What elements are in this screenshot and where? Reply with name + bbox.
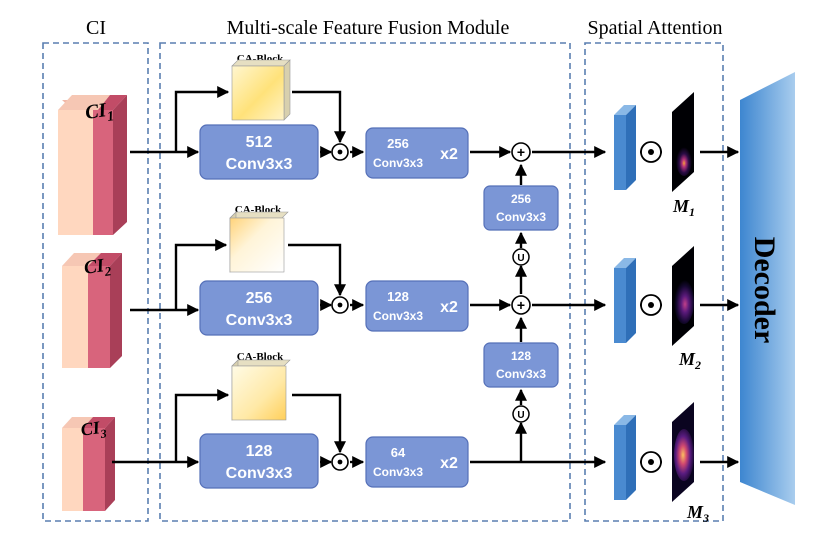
- attention-section-box: [584, 42, 724, 522]
- double-conv-block-3: 64 Conv3x3 x2: [365, 436, 469, 488]
- svg-text:Conv3x3: Conv3x3: [496, 367, 546, 381]
- section-title-ci: CI: [86, 17, 106, 39]
- svg-text:256: 256: [511, 192, 531, 206]
- fusion-section-box: [159, 42, 571, 522]
- svg-text:128: 128: [246, 443, 273, 460]
- conv-block-3: 128 Conv3x3: [199, 433, 319, 489]
- svg-text:x2: x2: [440, 146, 458, 163]
- attention-multiply-op-1: [640, 141, 662, 163]
- upsample-op-2: U: [512, 405, 530, 423]
- section-title-fusion: Multi-scale Feature Fusion Module: [227, 17, 510, 39]
- up-conv-block-1: 256 Conv3x3: [483, 185, 559, 231]
- svg-text:Conv3x3: Conv3x3: [226, 465, 293, 482]
- ca-block-1: CA-Block: [231, 53, 291, 121]
- attention-map-2: M2: [672, 246, 701, 372]
- ca-block-2: CA-Block: [229, 204, 289, 273]
- attention-bar-2: [614, 258, 636, 343]
- svg-text:U: U: [517, 410, 524, 421]
- svg-text:x2: x2: [440, 455, 458, 472]
- svg-text:256: 256: [246, 290, 273, 307]
- attention-multiply-op-2: [640, 294, 662, 316]
- svg-text:128: 128: [387, 289, 409, 304]
- map-label-1: M1: [672, 196, 695, 219]
- ci-cube-1: CI1: [58, 95, 127, 235]
- ci-cube-3: CI3: [62, 416, 115, 511]
- ci-label-1: CI1: [84, 98, 115, 128]
- multiply-op-2: [331, 296, 349, 314]
- double-conv-block-1: 256 Conv3x3 x2: [365, 127, 469, 179]
- conv-block-2: 256 Conv3x3: [199, 280, 319, 336]
- attention-bar-1: [614, 105, 636, 190]
- ci-label-3: CI3: [79, 416, 107, 443]
- attention-multiply-op-3: [640, 451, 662, 473]
- svg-text:Conv3x3: Conv3x3: [496, 210, 546, 224]
- svg-text:Conv3x3: Conv3x3: [226, 156, 293, 173]
- multiply-op-1: [331, 143, 349, 161]
- svg-text:64: 64: [391, 445, 406, 460]
- svg-text:512: 512: [246, 134, 273, 151]
- attention-map-1: M1: [672, 92, 695, 219]
- svg-text:256: 256: [387, 136, 409, 151]
- up-conv-block-2: 128 Conv3x3: [483, 342, 559, 388]
- svg-text:Conv3x3: Conv3x3: [373, 465, 423, 479]
- attention-map-3: M3: [672, 402, 709, 525]
- svg-text:+: +: [517, 297, 525, 313]
- double-conv-block-2: 128 Conv3x3 x2: [365, 280, 469, 332]
- multiply-op-3: [331, 453, 349, 471]
- svg-text:x2: x2: [440, 299, 458, 316]
- svg-text:Conv3x3: Conv3x3: [373, 309, 423, 323]
- section-title-attention: Spatial Attention: [588, 17, 723, 39]
- attention-bar-3: [614, 415, 636, 500]
- ca-block-3: CA-Block: [231, 351, 291, 421]
- decoder-block: Decoder: [740, 72, 795, 505]
- svg-text:Conv3x3: Conv3x3: [226, 312, 293, 329]
- upsample-op-1: U: [512, 248, 530, 266]
- ci-cube-2: CI2: [62, 253, 122, 368]
- ci-section-box: [42, 42, 149, 522]
- ci-label-2: CI2: [83, 254, 113, 282]
- svg-text:Conv3x3: Conv3x3: [373, 156, 423, 170]
- svg-text:+: +: [517, 144, 525, 160]
- add-op-1: +: [511, 142, 531, 162]
- add-op-2: +: [511, 295, 531, 315]
- svg-text:128: 128: [511, 349, 531, 363]
- decoder-label: Decoder: [748, 237, 781, 344]
- svg-text:U: U: [517, 253, 524, 264]
- map-label-2: M2: [678, 349, 701, 372]
- conv-block-1: 512 Conv3x3: [199, 124, 319, 180]
- map-label-3: M3: [686, 502, 709, 525]
